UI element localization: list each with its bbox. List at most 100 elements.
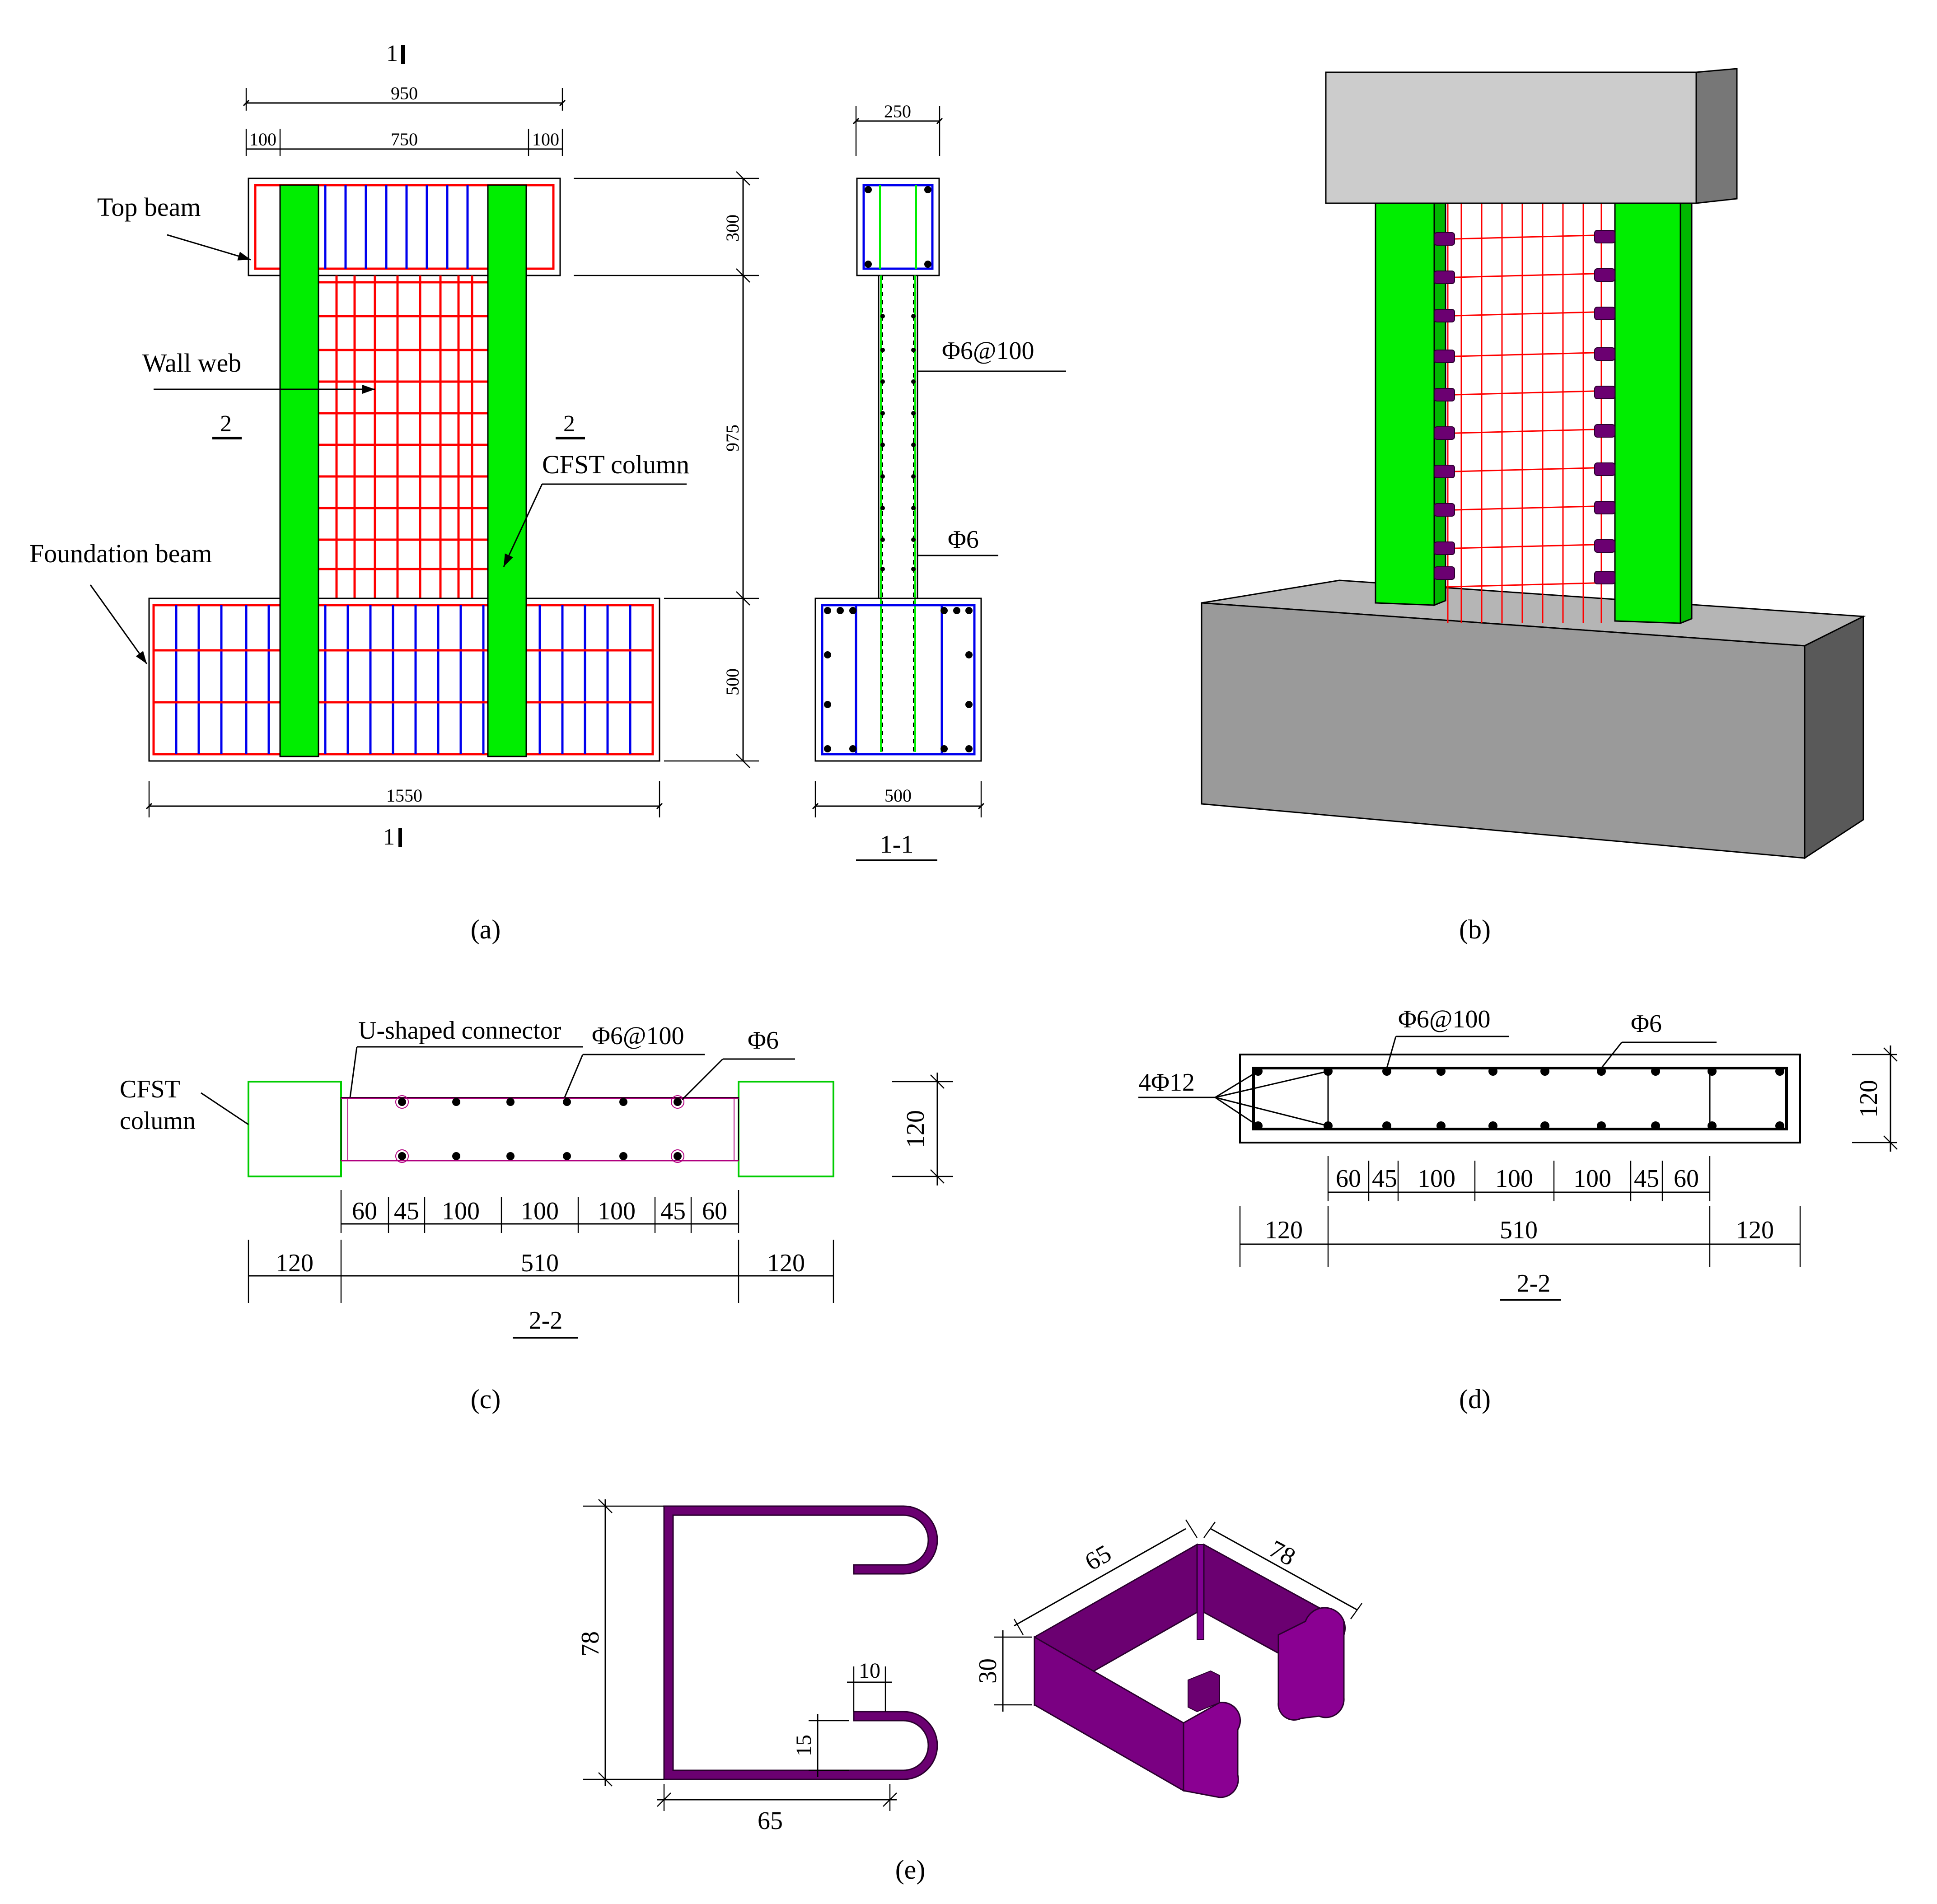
dim-100-750-100: 100 750 100: [245, 129, 563, 156]
e-dim-10: 10: [847, 1659, 892, 1712]
d-spacing-2: 100: [1418, 1165, 1455, 1193]
panel-a-section-1-1: 250: [812, 101, 1066, 861]
c-spacing-6: 60: [702, 1197, 727, 1225]
top-beam-outline: [248, 177, 561, 276]
label-wall-web: Wall web: [142, 348, 241, 378]
dim-100-left: 100: [249, 129, 276, 149]
c-spacing-3: 100: [521, 1197, 559, 1225]
d-dim-120-vert: 120: [1855, 1080, 1883, 1118]
c-dim-120-vert: 120: [902, 1110, 930, 1148]
d-dim-spacing: 60 45 100 100 100 45 60: [1327, 1156, 1711, 1201]
d-leader-4phi12: [1138, 1070, 1329, 1127]
dim-750: 750: [391, 129, 418, 149]
d-spacing-6: 60: [1674, 1165, 1699, 1193]
section-title-1-1: 1-1: [880, 831, 914, 859]
section-label-phi6-100: Φ6@100: [942, 337, 1034, 365]
label-top-beam: Top beam: [97, 192, 201, 222]
dim-100-right: 100: [532, 129, 559, 149]
c-rebar-dots: [398, 1098, 682, 1160]
d-outline: [1239, 1054, 1801, 1143]
c-wall-outline: [341, 1097, 739, 1161]
e3d-dim-30-text: 30: [974, 1658, 1002, 1684]
section-foundation-bars: [824, 607, 973, 752]
e-dim-78: 78: [576, 1499, 664, 1787]
d-dim-height: 120: [1852, 1045, 1898, 1152]
dim-300: 300: [722, 215, 743, 242]
c-leader-phi6: [681, 1058, 724, 1101]
c-dim-overall: 120 510 120: [248, 1240, 834, 1303]
foundation-front-face: [1201, 602, 1806, 859]
c-spacing-0: 60: [352, 1197, 377, 1225]
connector-3d-front-hook-inner: [1188, 1670, 1220, 1713]
c-label-cfst-1: CFST: [120, 1075, 180, 1103]
dim-500-section: 500: [812, 781, 985, 817]
panel-e-label: (e): [895, 1855, 926, 1885]
arrow-cfst-column: [503, 484, 543, 567]
section-top-corner-bars: [865, 186, 931, 268]
section-top-beam-stirrup: [862, 184, 934, 270]
c-label-phi6-100: Φ6@100: [592, 1022, 684, 1050]
dim-500: 500: [722, 668, 743, 695]
d-overall-2: 120: [1736, 1216, 1774, 1244]
section-mark-2-right: 2: [563, 411, 575, 437]
connector-3d-back-hook: [1277, 1607, 1346, 1721]
panel-a-elevation: 1 1 950 100 750 100: [29, 41, 759, 850]
d-rebar-dots: [1254, 1067, 1784, 1130]
e-dim-15-text: 15: [792, 1735, 816, 1756]
column-3d-right-side: [1680, 198, 1693, 625]
web-rebar-mesh: [1438, 199, 1611, 623]
c-overall-1: 510: [521, 1249, 559, 1277]
panel-e-connector: 78 65 10 15: [576, 1499, 1362, 1835]
label-cfst-column: CFST column: [542, 450, 689, 479]
connector-3d-back-edge: [1197, 1544, 1204, 1640]
panel-c-label: (c): [471, 1384, 501, 1414]
c-hook-rings: [395, 1095, 684, 1163]
panel-d-label: (d): [1459, 1384, 1491, 1414]
dim-500-section-text: 500: [884, 785, 912, 806]
dim-950-text: 950: [391, 83, 418, 103]
panel-c-section: U-shaped connector Φ6@100 Φ6 CFST column…: [120, 1017, 953, 1339]
d-spacing-3: 100: [1495, 1165, 1533, 1193]
connectors-3d: [1434, 230, 1615, 584]
d-stirrup: [1252, 1067, 1788, 1130]
connector-3d-front-hook: [1183, 1702, 1241, 1798]
top-beam-3d-front: [1325, 71, 1697, 204]
section-mark-2-left: 2: [220, 411, 232, 437]
section-foundation-outline: [814, 597, 982, 762]
section-foundation-stirrup: [821, 604, 976, 756]
c-label-phi6: Φ6: [748, 1027, 779, 1055]
d-overall-0: 120: [1265, 1216, 1303, 1244]
section-wall-bar-dots: [880, 314, 916, 571]
dim-1550-text: 1550: [386, 785, 422, 806]
d-title: 2-2: [1517, 1269, 1551, 1297]
d-overall-1: 510: [1500, 1216, 1538, 1244]
d-dim-overall: 120 510 120: [1239, 1206, 1801, 1267]
wall-web-grid: [318, 275, 488, 598]
d-leader-phi6-100: [1386, 1036, 1397, 1069]
c-dim-spacing: 60 45 100 100 100 45 60: [340, 1190, 739, 1233]
c-spacing-1: 45: [394, 1197, 419, 1225]
top-beam-stirrups: [324, 185, 469, 269]
c-spacing-2: 100: [442, 1197, 480, 1225]
e-dim-65: 65: [657, 1784, 897, 1835]
dim-250-text: 250: [884, 101, 911, 121]
d-spacing-4: 100: [1573, 1165, 1611, 1193]
c-title: 2-2: [529, 1307, 563, 1335]
arrow-foundation-beam: [89, 584, 148, 664]
c-label-cfst-2: column: [120, 1107, 196, 1135]
foundation-beam-outline: [148, 597, 660, 762]
panel-a-label: (a): [471, 915, 501, 944]
d-label-phi6-100: Φ6@100: [1398, 1005, 1491, 1033]
foundation-rebar-cage: [152, 604, 654, 756]
dim-950: 950: [243, 83, 566, 111]
cfst-column-right: [487, 184, 527, 757]
section-label-phi6: Φ6: [948, 526, 979, 554]
foundation-side-face: [1804, 615, 1864, 859]
c-dim-height: 120: [892, 1073, 953, 1185]
section-mark-1-top-bar: [401, 45, 405, 64]
c-spacing-5: 45: [660, 1197, 686, 1225]
section-mark-1-bottom-bar: [398, 828, 402, 847]
c-label-connector: U-shaped connector: [358, 1017, 561, 1045]
e3d-dim-78-text: 78: [1264, 1535, 1300, 1572]
